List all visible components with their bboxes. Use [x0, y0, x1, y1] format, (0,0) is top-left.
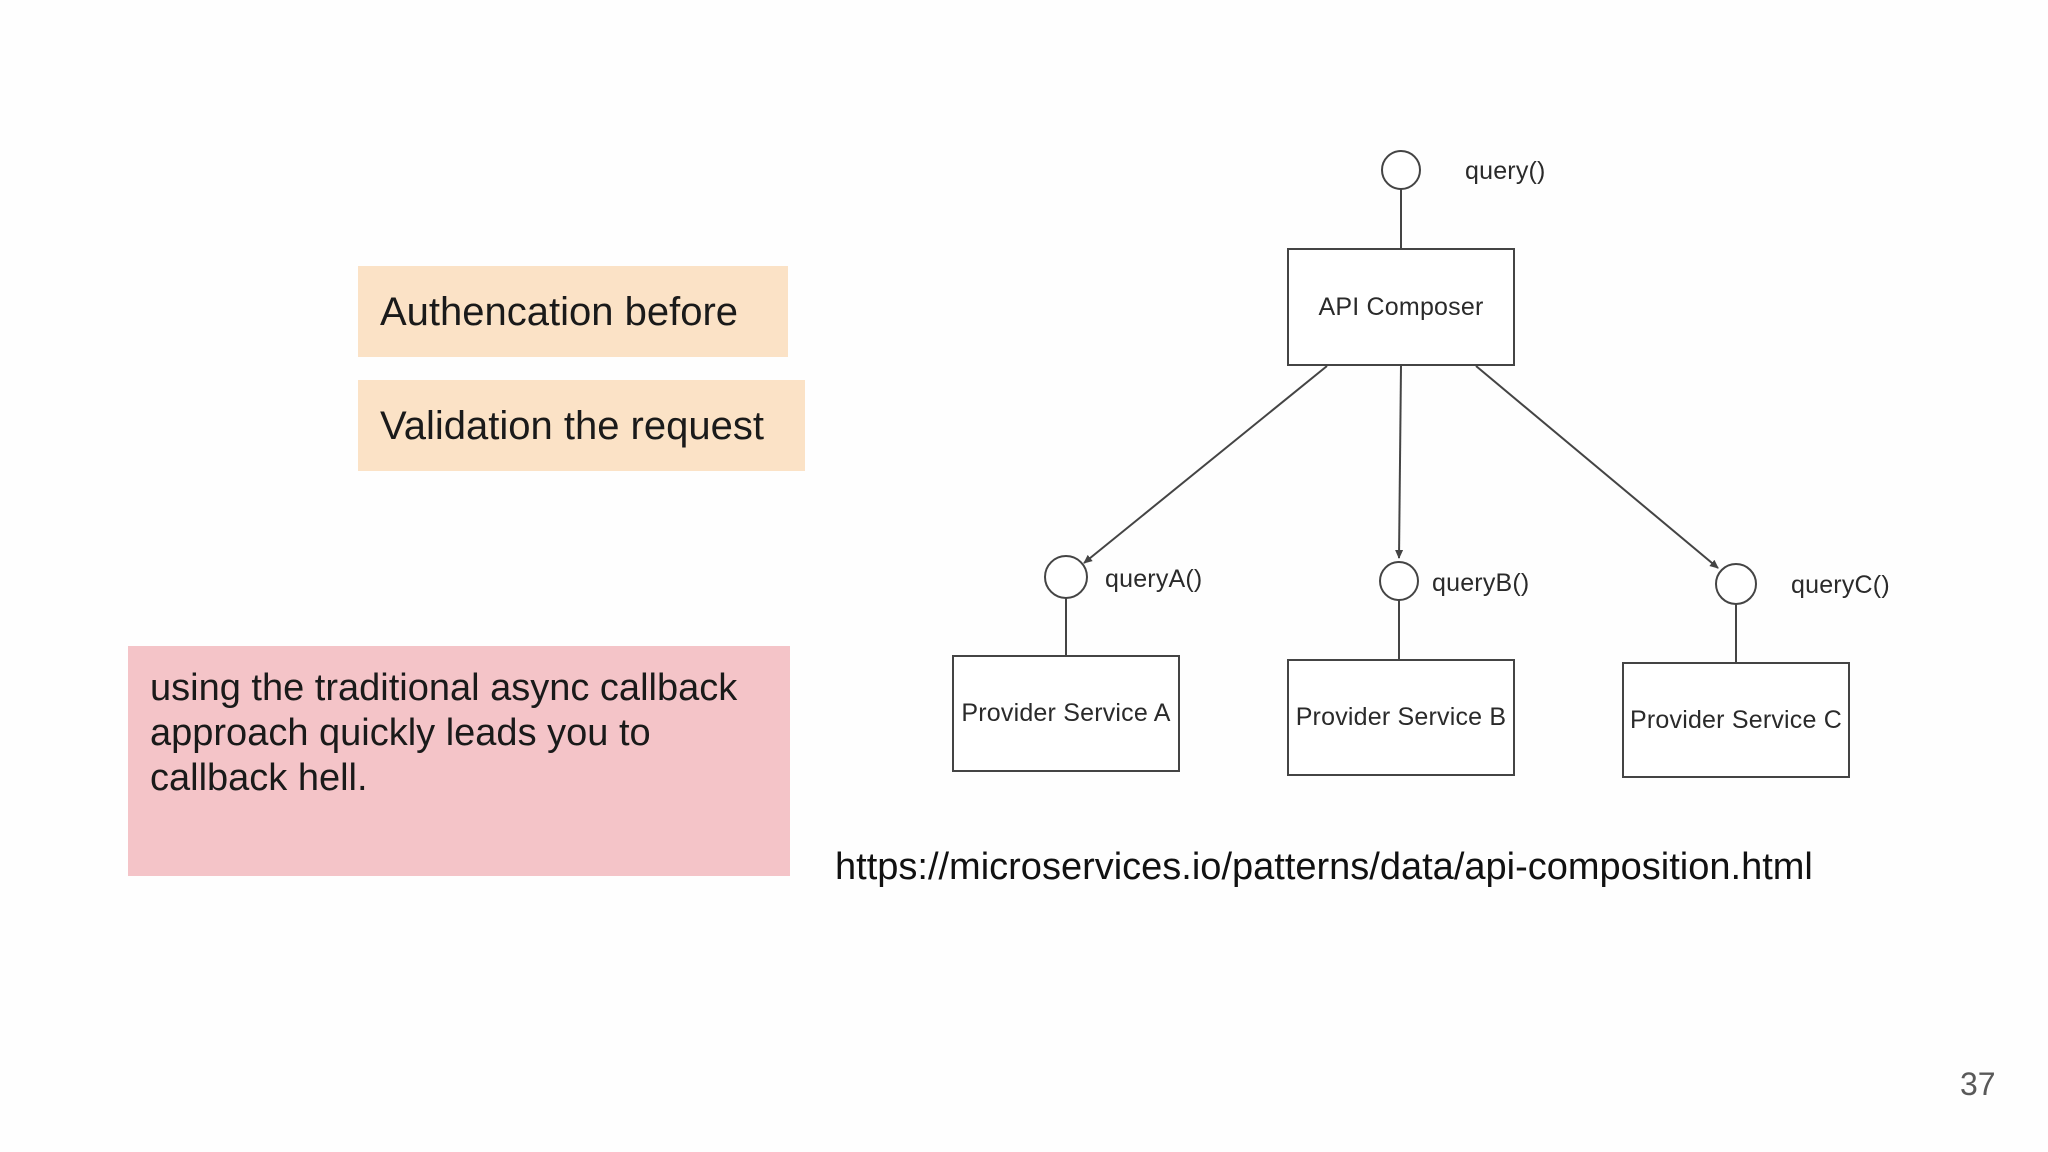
provider-service-b-label: Provider Service B [1295, 703, 1507, 731]
queryc-operation-label: queryC() [1791, 571, 1890, 599]
querya-operation-label: queryA() [1105, 565, 1203, 593]
queryb-interface-circle [1379, 561, 1419, 601]
provider-service-b-box: Provider Service B [1287, 659, 1515, 776]
arrow-composer-to-queryc [1475, 365, 1719, 569]
querya-interface-circle [1044, 555, 1088, 599]
note-callback-hell: using the traditional async callback app… [128, 646, 790, 876]
arrow-composer-to-queryb [1395, 365, 1404, 559]
note-authentication-text: Authencation before [380, 289, 739, 334]
provider-service-c-box: Provider Service C [1622, 662, 1850, 778]
note-callback-hell-line-2: approach quickly leads you to [150, 712, 651, 754]
arrow-composer-to-querya [1083, 365, 1328, 564]
provider-service-a-label: Provider Service A [961, 699, 1171, 727]
note-authentication: Authencation before [358, 266, 788, 357]
api-composition-diagram-lines [1044, 150, 1757, 662]
query-operation-label: query() [1465, 157, 1546, 185]
note-validation: Validation the request [358, 380, 805, 471]
note-validation-text: Validation the request [380, 403, 764, 448]
provider-service-a-box: Provider Service A [952, 655, 1180, 772]
note-callback-hell-line-1: using the traditional async callback [150, 667, 738, 709]
page-number: 37 [1960, 1066, 1996, 1102]
source-url-text: https://microservices.io/patterns/data/a… [835, 846, 1813, 888]
query-interface-circle [1381, 150, 1421, 190]
queryb-operation-label: queryB() [1432, 569, 1530, 597]
note-callback-hell-line-3: callback hell. [150, 757, 368, 799]
provider-service-c-label: Provider Service C [1630, 705, 1842, 734]
api-composer-box: API Composer [1287, 248, 1515, 366]
api-composer-label: API Composer [1318, 292, 1484, 321]
queryc-interface-circle [1715, 563, 1757, 605]
